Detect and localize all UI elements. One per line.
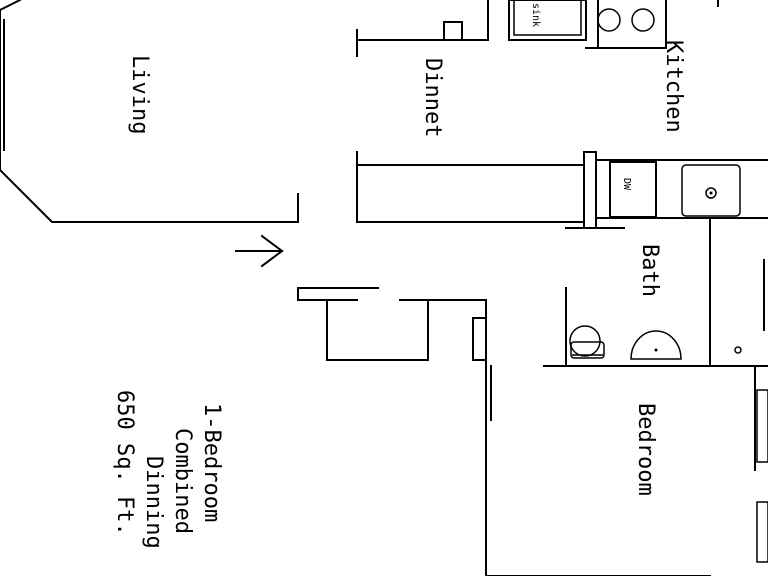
stove-burner-icon (597, 8, 621, 32)
room-label-bath: Bath (637, 244, 662, 297)
dishwasher-label: DW (621, 178, 632, 191)
room-label-living: Living (127, 55, 152, 134)
stove-burner-icon (631, 8, 655, 32)
bath-sink-icon (630, 330, 682, 360)
svg-text:sink: sink (530, 3, 541, 27)
info-area: 650 Sq. Ft. (112, 390, 137, 536)
dinnet-walls (356, 0, 585, 223)
sink-drain-icon (705, 187, 717, 199)
room-label-dinnet: Dinnet (420, 58, 445, 137)
room-label-bedroom: Bedroom (633, 403, 658, 496)
room-label-kitchen: Kitchen (661, 40, 686, 133)
info-bedroom-count: 1-Bedroom (199, 403, 224, 522)
arrow-right-icon (235, 234, 284, 268)
living-room-walls (0, 0, 299, 223)
info-layout: Combined (170, 428, 195, 534)
toilet-icon (569, 325, 605, 359)
hall-closet-walls (297, 287, 768, 576)
info-dining: Dinning (141, 456, 166, 549)
kitchen-area: sink DW (508, 0, 768, 229)
bath-area (543, 217, 768, 367)
